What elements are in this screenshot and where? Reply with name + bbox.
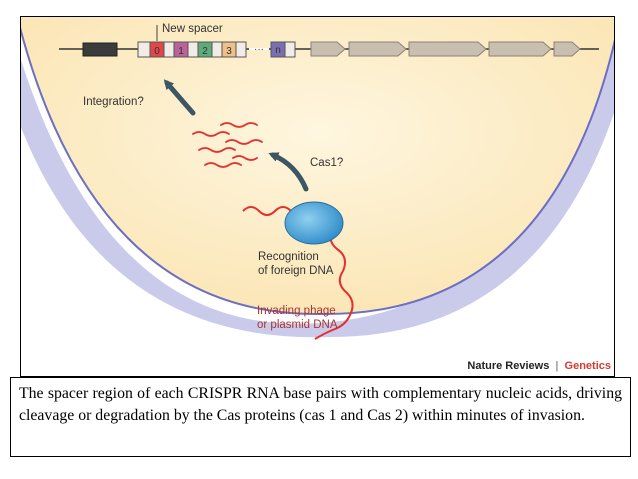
cas-gene-arrow (408, 41, 487, 57)
cas-gene-arrow (310, 41, 346, 57)
cell-cytoplasm (21, 17, 614, 316)
cas1-label: Cas1? (310, 157, 343, 169)
invading-label-line1: Invading phage (257, 305, 336, 317)
cas-protein-complex (284, 201, 344, 245)
integration-label: Integration? (83, 96, 144, 108)
credit-separator: | (555, 360, 558, 372)
crispr-diagram: 0 1 2 3 ··· n New spacer Integration? (21, 17, 614, 372)
spacer-label-1: 1 (178, 46, 184, 57)
spacer-label-3: 3 (226, 46, 232, 57)
new-spacer-label: New spacer (162, 23, 223, 35)
spacer-label-0: 0 (154, 46, 160, 57)
cas1-arrow (268, 152, 309, 192)
cas-gene-arrow (348, 41, 407, 57)
ellipsis-icon: ··· (254, 44, 264, 55)
crispr-figure: 0 1 2 3 ··· n New spacer Integration? (20, 16, 615, 377)
repeat-box (163, 41, 175, 58)
repeat-box (284, 41, 296, 58)
figure-caption: The spacer region of each CRISPR RNA bas… (10, 377, 631, 457)
recognition-label-line2: of foreign DNA (258, 265, 334, 277)
integration-arrow (163, 79, 196, 116)
cas-gene-arrow (553, 41, 581, 57)
spacer-label-n: n (275, 45, 281, 56)
cas-gene-arrow (488, 41, 552, 57)
leader-sequence (82, 42, 118, 57)
caption-text: The spacer region of each CRISPR RNA bas… (19, 385, 622, 424)
rna-fragments (192, 122, 263, 168)
repeat-box (137, 41, 151, 58)
credit-journal: Nature Reviews (467, 360, 549, 372)
repeat-box (235, 41, 247, 58)
journal-credit: Nature Reviews | Genetics (467, 360, 611, 372)
spacer-label-2: 2 (202, 46, 208, 57)
repeat-box (211, 41, 223, 58)
repeat-box (187, 41, 199, 58)
recognition-label-line1: Recognition (258, 251, 319, 263)
credit-section: Genetics (565, 360, 611, 372)
invading-label-line2: or plasmid DNA (257, 319, 338, 331)
